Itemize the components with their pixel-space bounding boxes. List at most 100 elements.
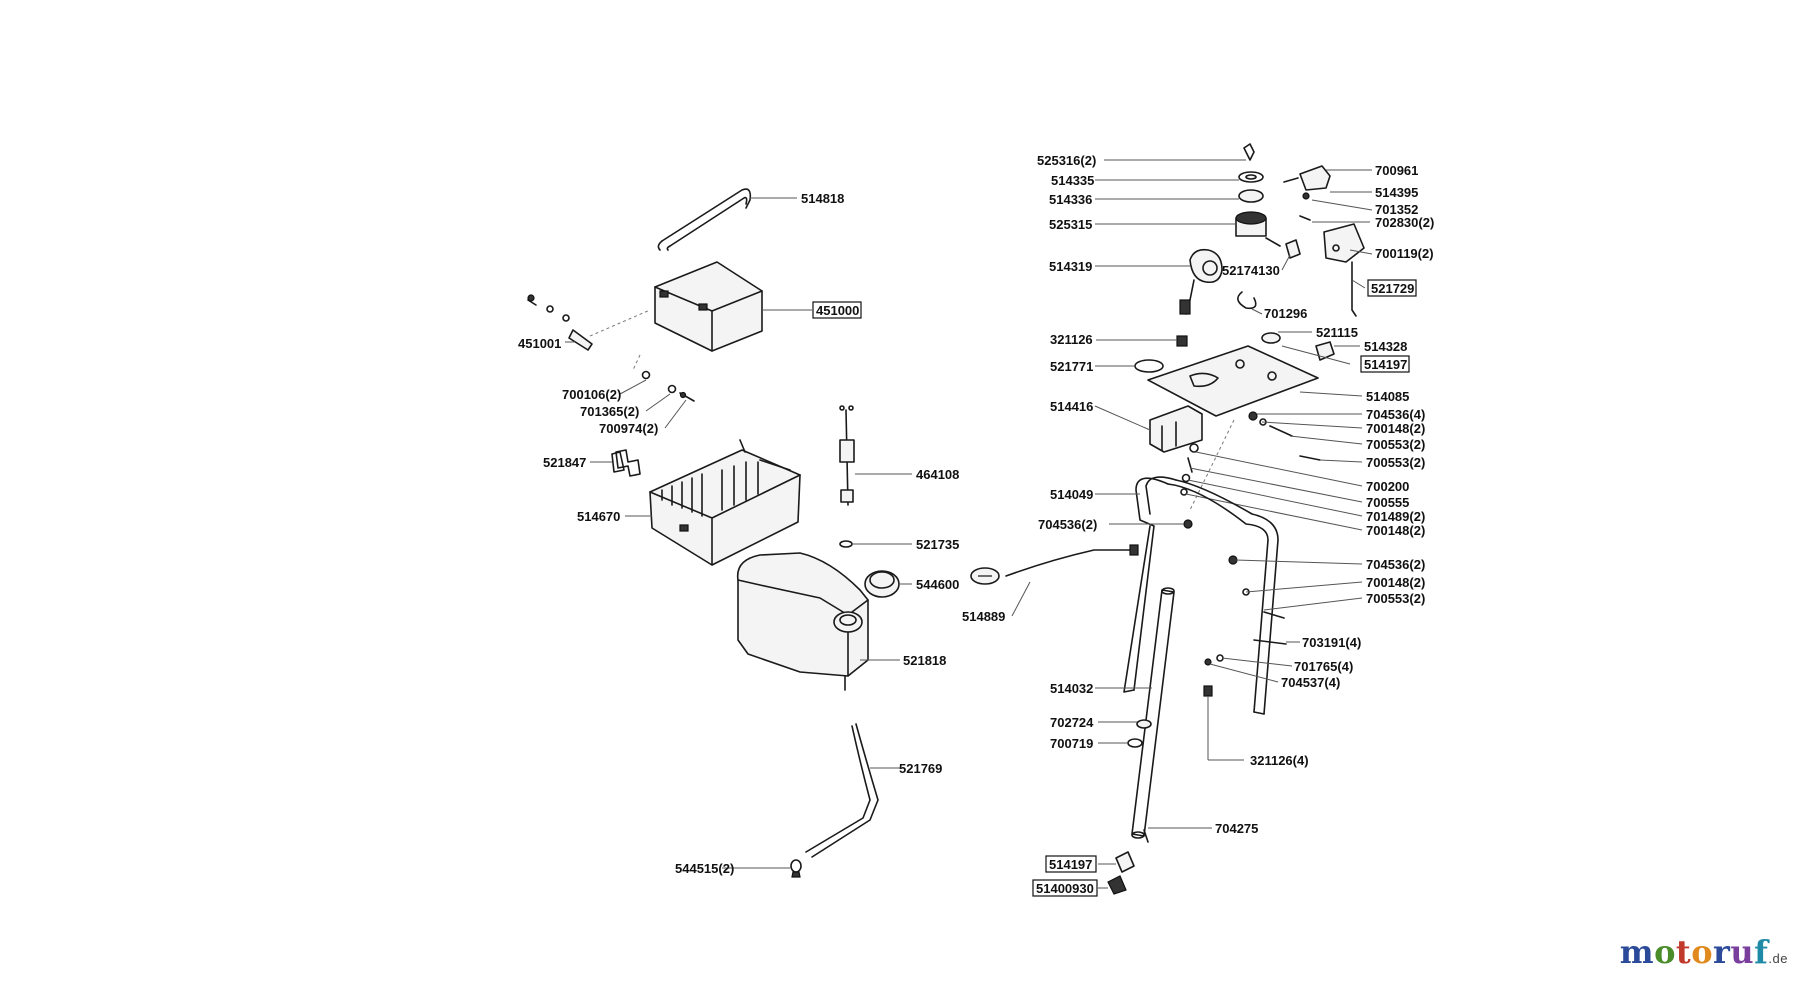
label-52174130: 52174130 (1222, 263, 1280, 278)
nut-left-part (1183, 519, 1193, 529)
seal-ring-part (1134, 359, 1164, 373)
clip-small-part (1176, 335, 1188, 347)
handlebar-frame-part (1123, 476, 1279, 715)
battery-tray-part (649, 439, 801, 566)
part-labels: 514818 451000 451001 700106(2) 701365(2)… (518, 153, 1434, 897)
battery-bracket-part (527, 294, 593, 351)
label-514335: 514335 (1051, 173, 1094, 188)
fuel-gauge-part (839, 405, 855, 506)
center-fastener-part (1180, 443, 1199, 496)
washer-a-part (1136, 719, 1152, 729)
label-701296: 701296 (1264, 306, 1307, 321)
label-521847: 521847 (543, 455, 586, 470)
logo-suffix: .de (1768, 951, 1788, 966)
label-700106: 700106(2) (562, 387, 621, 402)
battery-part (654, 261, 763, 352)
clip-part (611, 449, 641, 477)
motoruf-logo: motoruf.de (1620, 933, 1788, 971)
console-block-part (1149, 405, 1203, 453)
fuel-hose-part (805, 723, 879, 858)
label-514319: 514319 (1049, 259, 1092, 274)
label-521769: 521769 (899, 761, 942, 776)
label-700553-a: 700553(2) (1366, 437, 1425, 452)
label-451000: 451000 (816, 303, 859, 318)
dash-plate-part (1147, 345, 1319, 417)
label-700961: 700961 (1375, 163, 1418, 178)
label-701765: 701765(4) (1294, 659, 1353, 674)
label-514818: 514818 (801, 191, 844, 206)
pin-part (1143, 829, 1149, 843)
label-700719: 700719 (1050, 736, 1093, 751)
label-700148-mid: 700148(2) (1366, 523, 1425, 538)
label-701352: 701352 (1375, 202, 1418, 217)
label-514085: 514085 (1366, 389, 1409, 404)
mount-plate-part (1299, 215, 1365, 317)
logo-letter: m (1619, 933, 1655, 971)
label-514889: 514889 (962, 609, 1005, 624)
label-514328: 514328 (1364, 339, 1407, 354)
label-514670: 514670 (577, 509, 620, 524)
label-700553-c: 700553(2) (1366, 591, 1425, 606)
label-514197-top: 514197 (1364, 357, 1407, 372)
label-544515: 544515(2) (675, 861, 734, 876)
label-700200: 700200 (1366, 479, 1409, 494)
label-702830: 702830(2) (1375, 215, 1434, 230)
label-521771: 521771 (1050, 359, 1093, 374)
logo-letter: u (1730, 933, 1755, 971)
label-700974: 700974(2) (599, 421, 658, 436)
label-704537: 704537(4) (1281, 675, 1340, 690)
label-702724: 702724 (1050, 715, 1094, 730)
label-521729: 521729 (1371, 281, 1414, 296)
steering-shaft-part (1131, 587, 1175, 839)
label-704536-right: 704536(2) (1366, 557, 1425, 572)
label-544600: 544600 (916, 577, 959, 592)
label-700119: 700119(2) (1375, 246, 1434, 261)
label-704536-4: 704536(4) (1366, 407, 1425, 422)
label-700555: 700555 (1366, 495, 1409, 510)
logo-letter: o (1654, 933, 1676, 971)
buzzer-part (1179, 248, 1223, 315)
bracket-small-part (1283, 165, 1331, 200)
label-701365: 701365(2) (580, 404, 639, 419)
label-703191: 703191(4) (1302, 635, 1361, 650)
label-700148-low: 700148(2) (1366, 575, 1425, 590)
logo-letter: t (1675, 933, 1692, 971)
label-321126-4: 321126(4) (1250, 753, 1309, 768)
label-514395: 514395 (1375, 185, 1418, 200)
label-704536-left: 704536(2) (1038, 517, 1097, 532)
label-700553-b: 700553(2) (1366, 455, 1425, 470)
label-514416: 514416 (1050, 399, 1093, 414)
label-525315: 525315 (1049, 217, 1092, 232)
fuel-cap-part (864, 570, 900, 598)
switch-nut-part (1261, 332, 1335, 361)
cable-part (970, 544, 1139, 585)
label-51400930: 51400930 (1036, 881, 1094, 896)
label-464108: 464108 (916, 467, 959, 482)
label-514049: 514049 (1050, 487, 1093, 502)
label-525316: 525316(2) (1037, 153, 1096, 168)
label-701489: 701489(2) (1366, 509, 1425, 524)
gasket-part (839, 540, 853, 548)
bolt-set-part (1203, 555, 1287, 697)
label-514336: 514336 (1049, 192, 1092, 207)
label-514197-bottom: 514197 (1049, 857, 1092, 872)
logo-letter: r (1713, 933, 1731, 971)
logo-letter: f (1754, 933, 1769, 971)
battery-fasteners-part (641, 370, 695, 402)
washer-b-part (1127, 738, 1143, 748)
handle-hardware-part (1248, 411, 1321, 461)
hose-clamp-part (790, 859, 802, 878)
label-704275: 704275 (1215, 821, 1258, 836)
label-521818: 521818 (903, 653, 946, 668)
bottom-bushings-part (1107, 851, 1135, 895)
fuel-tank-part (736, 552, 869, 691)
label-521735: 521735 (916, 537, 959, 552)
label-514032: 514032 (1050, 681, 1093, 696)
logo-letter: o (1691, 933, 1714, 971)
switch-part (1265, 237, 1301, 259)
label-700148-top: 700148(2) (1366, 421, 1425, 436)
battery-strap-part (657, 188, 752, 251)
label-451001: 451001 (518, 336, 561, 351)
label-521115: 521115 (1316, 325, 1358, 340)
